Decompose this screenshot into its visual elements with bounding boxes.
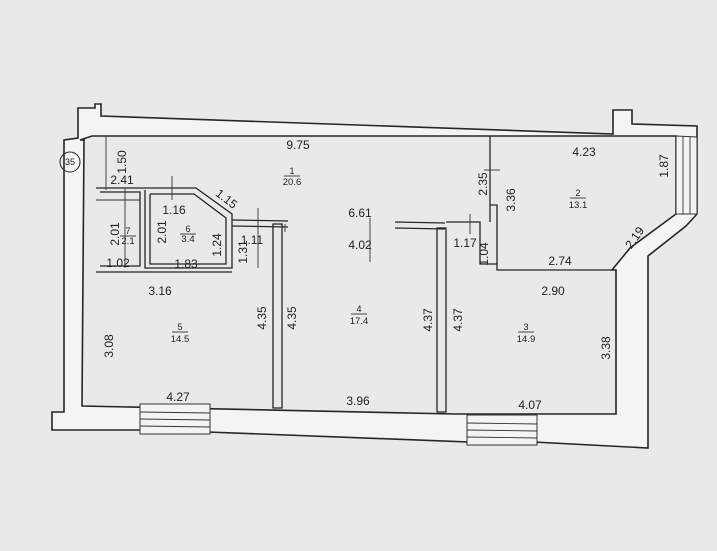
svg-text:13.1: 13.1	[569, 200, 588, 211]
axis-marker-label: 35	[65, 157, 75, 167]
dim-1-31: 1.31	[236, 240, 250, 264]
dim-2-90: 2.90	[541, 284, 565, 298]
svg-text:14.5: 14.5	[171, 334, 190, 345]
svg-text:20.6: 20.6	[283, 177, 302, 188]
outer-wall	[51, 103, 698, 449]
dim-1-15: 1.15	[213, 186, 240, 212]
dim-4-02: 4.02	[348, 238, 372, 252]
window-left	[139, 403, 211, 435]
svg-text:1: 1	[289, 166, 294, 176]
svg-text:4: 4	[356, 304, 361, 314]
interior-walls	[96, 136, 612, 413]
dim-1-87: 1.87	[657, 154, 671, 178]
window-right	[466, 414, 538, 446]
room-4: 4 17.4	[350, 304, 369, 327]
room-2: 2 13.1	[569, 188, 588, 211]
dimension-labels: 1.50 9.75 4.23 1.87 2.41 1.16 1.15 2.35 …	[102, 138, 671, 412]
dim-1-04: 1.04	[477, 242, 491, 266]
dim-1-02: 1.02	[106, 256, 130, 270]
room-1: 1 20.6	[283, 166, 302, 188]
svg-text:17.4: 17.4	[350, 316, 369, 327]
dim-6-61: 6.61	[348, 206, 372, 220]
svg-text:2.1: 2.1	[121, 236, 134, 247]
dim-2-74: 2.74	[548, 254, 572, 268]
svg-text:5: 5	[177, 322, 182, 332]
dim-4-07: 4.07	[518, 398, 542, 412]
svg-text:6: 6	[185, 224, 190, 234]
dim-2-01b: 2.01	[155, 220, 169, 244]
dim-1-50: 1.50	[115, 150, 129, 174]
dim-4-35a: 4.35	[255, 306, 269, 330]
room-5: 5 14.5	[171, 322, 190, 345]
dim-2-01a: 2.01	[108, 222, 122, 246]
window-corner	[675, 135, 698, 215]
dim-3-36: 3.36	[504, 188, 518, 212]
dim-3-96: 3.96	[346, 394, 370, 408]
dim-4-37a: 4.37	[421, 308, 435, 332]
dimension-lines	[96, 136, 500, 268]
room-6: 6 3.4	[180, 224, 196, 245]
dim-3-08: 3.08	[102, 334, 116, 358]
dim-1-11: 1.11	[241, 233, 264, 247]
room-3: 3 14.9	[517, 322, 536, 345]
dim-1-24: 1.24	[210, 233, 224, 257]
svg-text:3.4: 3.4	[181, 234, 194, 245]
dim-2-35: 2.35	[476, 172, 490, 196]
svg-text:14.9: 14.9	[517, 334, 536, 345]
dim-3-16: 3.16	[148, 284, 172, 298]
svg-text:7: 7	[125, 226, 130, 236]
svg-text:2: 2	[575, 188, 580, 198]
room-7: 7 2.1	[120, 226, 136, 247]
svg-text:3: 3	[523, 322, 528, 332]
dim-9-75: 9.75	[286, 138, 310, 152]
dim-2-41: 2.41	[110, 173, 134, 187]
dim-3-38: 3.38	[599, 336, 613, 360]
dim-4-35b: 4.35	[285, 306, 299, 330]
dim-4-23: 4.23	[572, 145, 596, 159]
dim-4-37b: 4.37	[451, 308, 465, 332]
dim-4-27: 4.27	[166, 390, 190, 404]
dim-1-16: 1.16	[162, 203, 186, 217]
axis-marker-circle	[59, 151, 81, 173]
dim-1-17: 1.17	[453, 236, 477, 250]
dim-1-83: 1.83	[174, 257, 198, 271]
